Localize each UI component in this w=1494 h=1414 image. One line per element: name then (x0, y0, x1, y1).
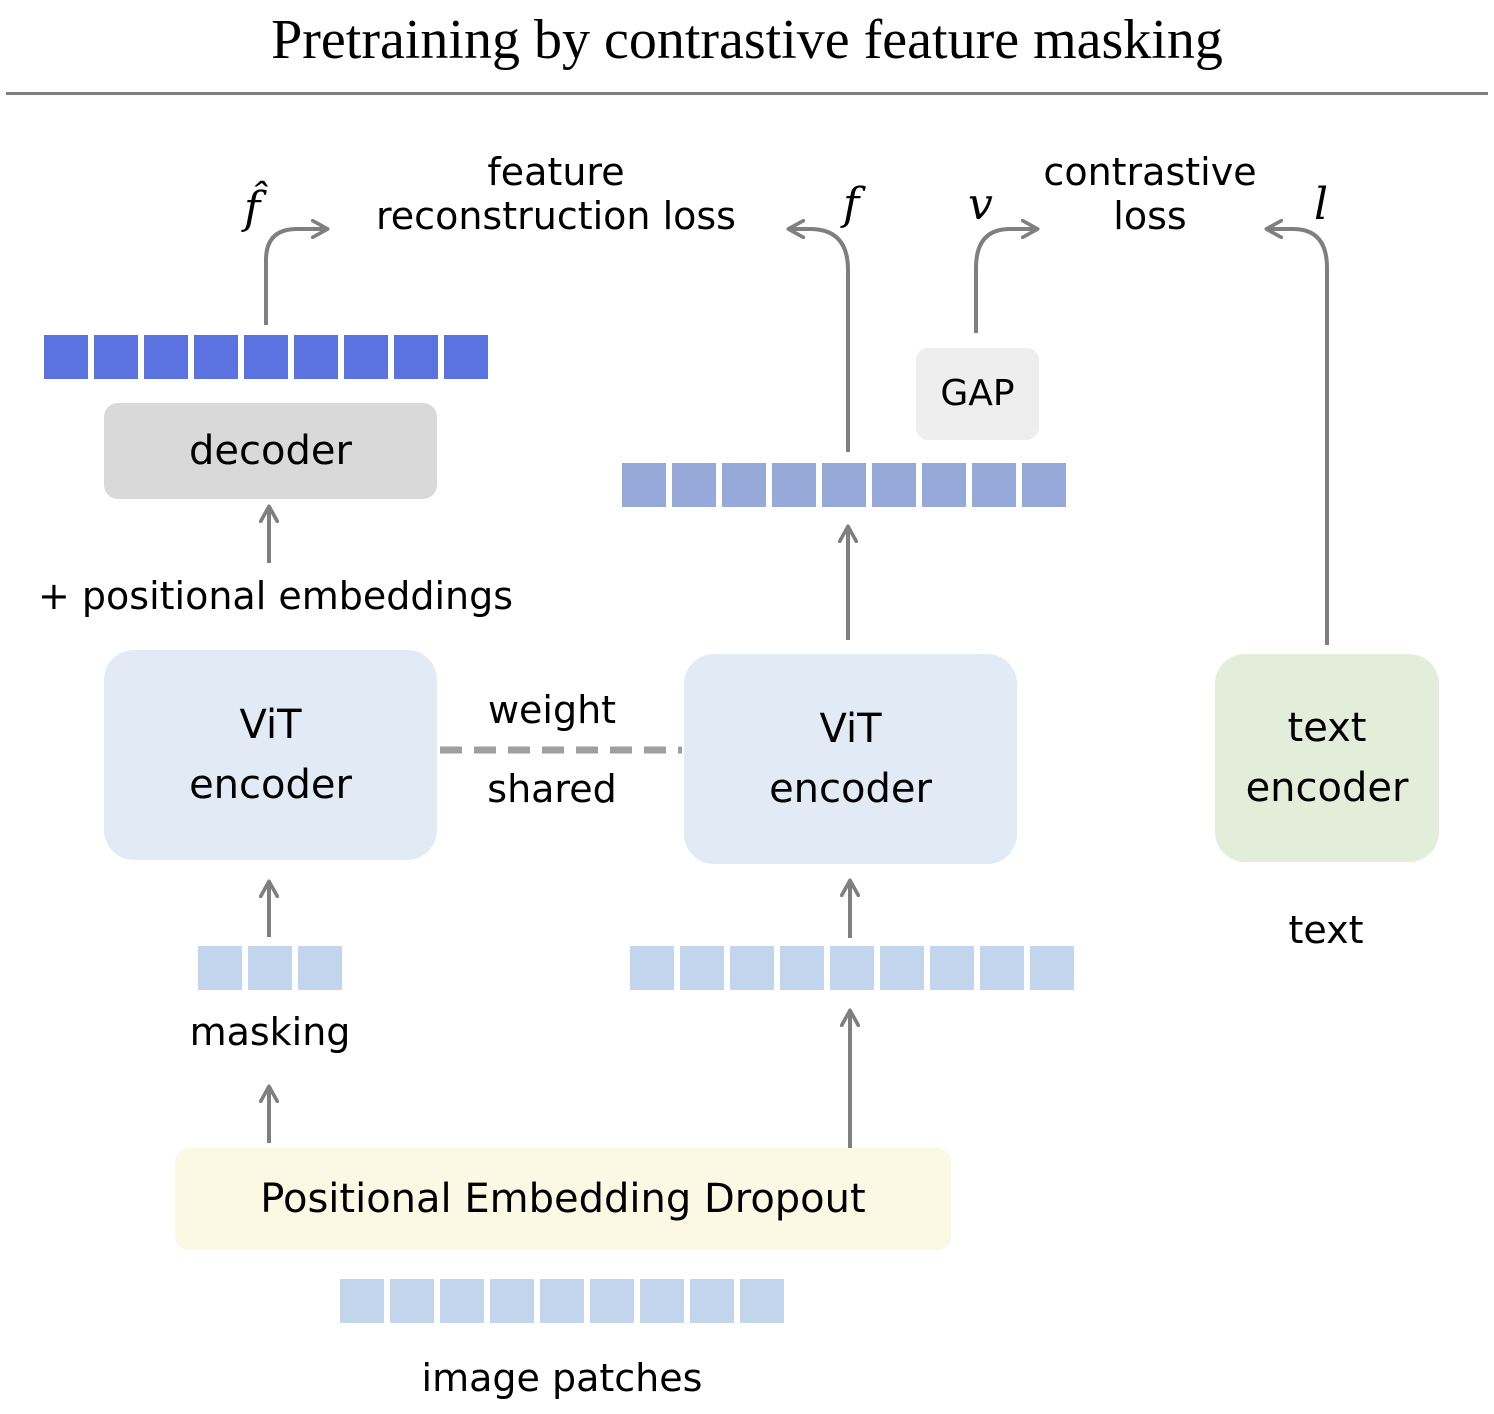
token (630, 946, 674, 990)
masking-label: masking (189, 1010, 351, 1054)
token (394, 335, 438, 379)
token (244, 335, 288, 379)
text-input-label: text (1288, 908, 1364, 952)
decoder-box: decoder (104, 403, 437, 499)
title-divider (6, 92, 1488, 95)
text-encoder-box: text encoder (1215, 654, 1439, 862)
decoder-label: decoder (189, 428, 352, 474)
token (390, 1279, 434, 1323)
token (922, 463, 966, 507)
token (144, 335, 188, 379)
token (980, 946, 1024, 990)
arrow-vit-to-f (790, 229, 850, 452)
full-input-tokens (630, 946, 1074, 990)
positional-embedding-dropout-label: Positional Embedding Dropout (260, 1176, 866, 1222)
contrastive-loss-label: contrastive loss (1043, 150, 1257, 238)
token (440, 1279, 484, 1323)
token (44, 335, 88, 379)
token (722, 463, 766, 507)
token (298, 946, 342, 990)
token (198, 946, 242, 990)
vit-encoder-right: ViT encoder (684, 654, 1017, 864)
weight-label: weight (487, 688, 617, 732)
vit-encoder-left: ViT encoder (104, 650, 437, 860)
arrow-text-encoder-to-l (1268, 229, 1329, 645)
decoder-output-tokens (44, 335, 488, 379)
f-hat-symbol: f̂ (244, 183, 261, 234)
token (880, 946, 924, 990)
f-symbol: f (843, 179, 860, 230)
v-symbol: v (968, 179, 993, 230)
token (340, 1279, 384, 1323)
token (830, 946, 874, 990)
token (622, 463, 666, 507)
l-symbol: l (1314, 179, 1329, 230)
token (490, 1279, 534, 1323)
vit-output-tokens (622, 463, 1066, 507)
token (730, 946, 774, 990)
token (690, 1279, 734, 1323)
vit-encoder-left-line2: encoder (189, 762, 352, 808)
masked-input-tokens (198, 946, 342, 990)
token (640, 1279, 684, 1323)
token (772, 463, 816, 507)
token (872, 463, 916, 507)
gap-box: GAP (916, 348, 1039, 440)
token (1022, 463, 1066, 507)
positional-embedding-dropout-box: Positional Embedding Dropout (175, 1148, 951, 1250)
token (1030, 946, 1074, 990)
shared-label: shared (487, 767, 617, 811)
image-patches-label: image patches (421, 1356, 703, 1400)
token (344, 335, 388, 379)
token (294, 335, 338, 379)
token (590, 1279, 634, 1323)
feature-reconstruction-loss-label: feature reconstruction loss (376, 150, 736, 238)
token (680, 946, 724, 990)
token (740, 1279, 784, 1323)
token (672, 463, 716, 507)
vit-encoder-right-line1: ViT (819, 706, 882, 752)
token (444, 335, 488, 379)
token (780, 946, 824, 990)
page-title: Pretraining by contrastive feature maski… (271, 9, 1223, 71)
token (248, 946, 292, 990)
token (194, 335, 238, 379)
vit-encoder-right-line2: encoder (769, 766, 932, 812)
gap-label: GAP (940, 373, 1015, 414)
arrow-gap-to-v (974, 229, 1036, 333)
token (972, 463, 1016, 507)
token (540, 1279, 584, 1323)
vit-encoder-left-line1: ViT (239, 702, 302, 748)
token (930, 946, 974, 990)
text-encoder-line2: encoder (1245, 765, 1409, 811)
token (822, 463, 866, 507)
positional-embeddings-label: + positional embeddings (38, 574, 514, 618)
image-patch-tokens (340, 1279, 784, 1323)
token (94, 335, 138, 379)
text-encoder-line1: text (1287, 705, 1367, 751)
arrow-decoder-to-fhat (264, 229, 326, 325)
